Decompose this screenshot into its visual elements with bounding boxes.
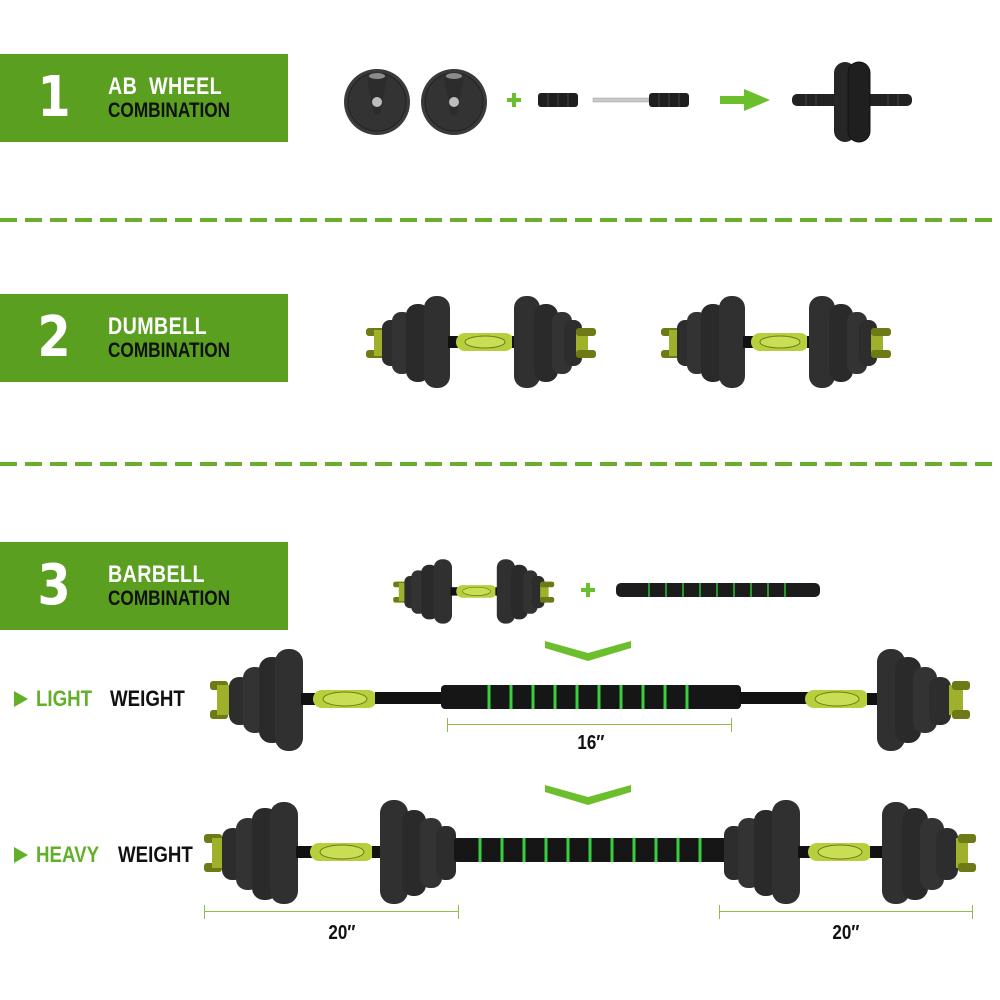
foam-handle-icon [538,93,578,107]
weight-plate-icon [421,69,487,135]
heavy-weight-label: HEAVY WEIGHT [14,842,206,868]
section-title: BARBELL [108,561,205,589]
weight-plate-icon [344,69,410,135]
section-3-label: 3 BARBELL COMBINATION [0,542,288,630]
play-triangle-icon [14,691,28,707]
plus-icon [507,93,521,107]
connecting-bar-icon [616,583,820,597]
weight-kind: LIGHT [36,686,93,711]
section-divider [0,218,1000,222]
ab-wheel-icon [792,61,912,143]
section-number: 3 [37,553,71,618]
length-measure-20-left [204,905,459,919]
weight-word: WEIGHT [110,686,185,711]
dumbbell-icon [393,559,555,624]
measure-label-20-left: 20″ [328,922,356,944]
ab-wheel-assembly-figure [344,61,912,143]
section-2-label: 2 DUMBELL COMBINATION [0,294,288,382]
section-subtitle: COMBINATION [108,98,231,122]
light-weight-label: LIGHT WEIGHT [14,686,198,712]
length-measure-16 [447,718,732,732]
section-1-label: 1 AB WHEEL COMBINATION [0,54,288,142]
length-measure-20-right [719,905,973,919]
weight-kind: HEAVY [36,842,100,867]
light-barbell-icon [210,649,970,751]
section-number: 2 [37,305,71,370]
measure-label-16: 16″ [577,732,605,754]
measure-label-20-right: 20″ [832,922,860,944]
dumbbell-icon [661,296,891,388]
steel-rod-icon [592,93,689,107]
play-triangle-icon [14,847,28,863]
section-subtitle: COMBINATION [108,338,231,362]
section-subtitle: COMBINATION [108,586,231,610]
chevron-down-icon [545,785,631,805]
chevron-down-icon [545,641,631,661]
weight-word: WEIGHT [118,842,193,867]
section-divider [0,462,1000,466]
plus-icon [581,583,595,597]
section-number: 1 [37,65,71,130]
dumbbell-icon [366,296,596,388]
heavy-barbell-icon [204,800,976,904]
arrow-right-icon [720,89,770,111]
section-title: DUMBELL [108,313,208,341]
section-title: AB WHEEL [108,73,223,101]
